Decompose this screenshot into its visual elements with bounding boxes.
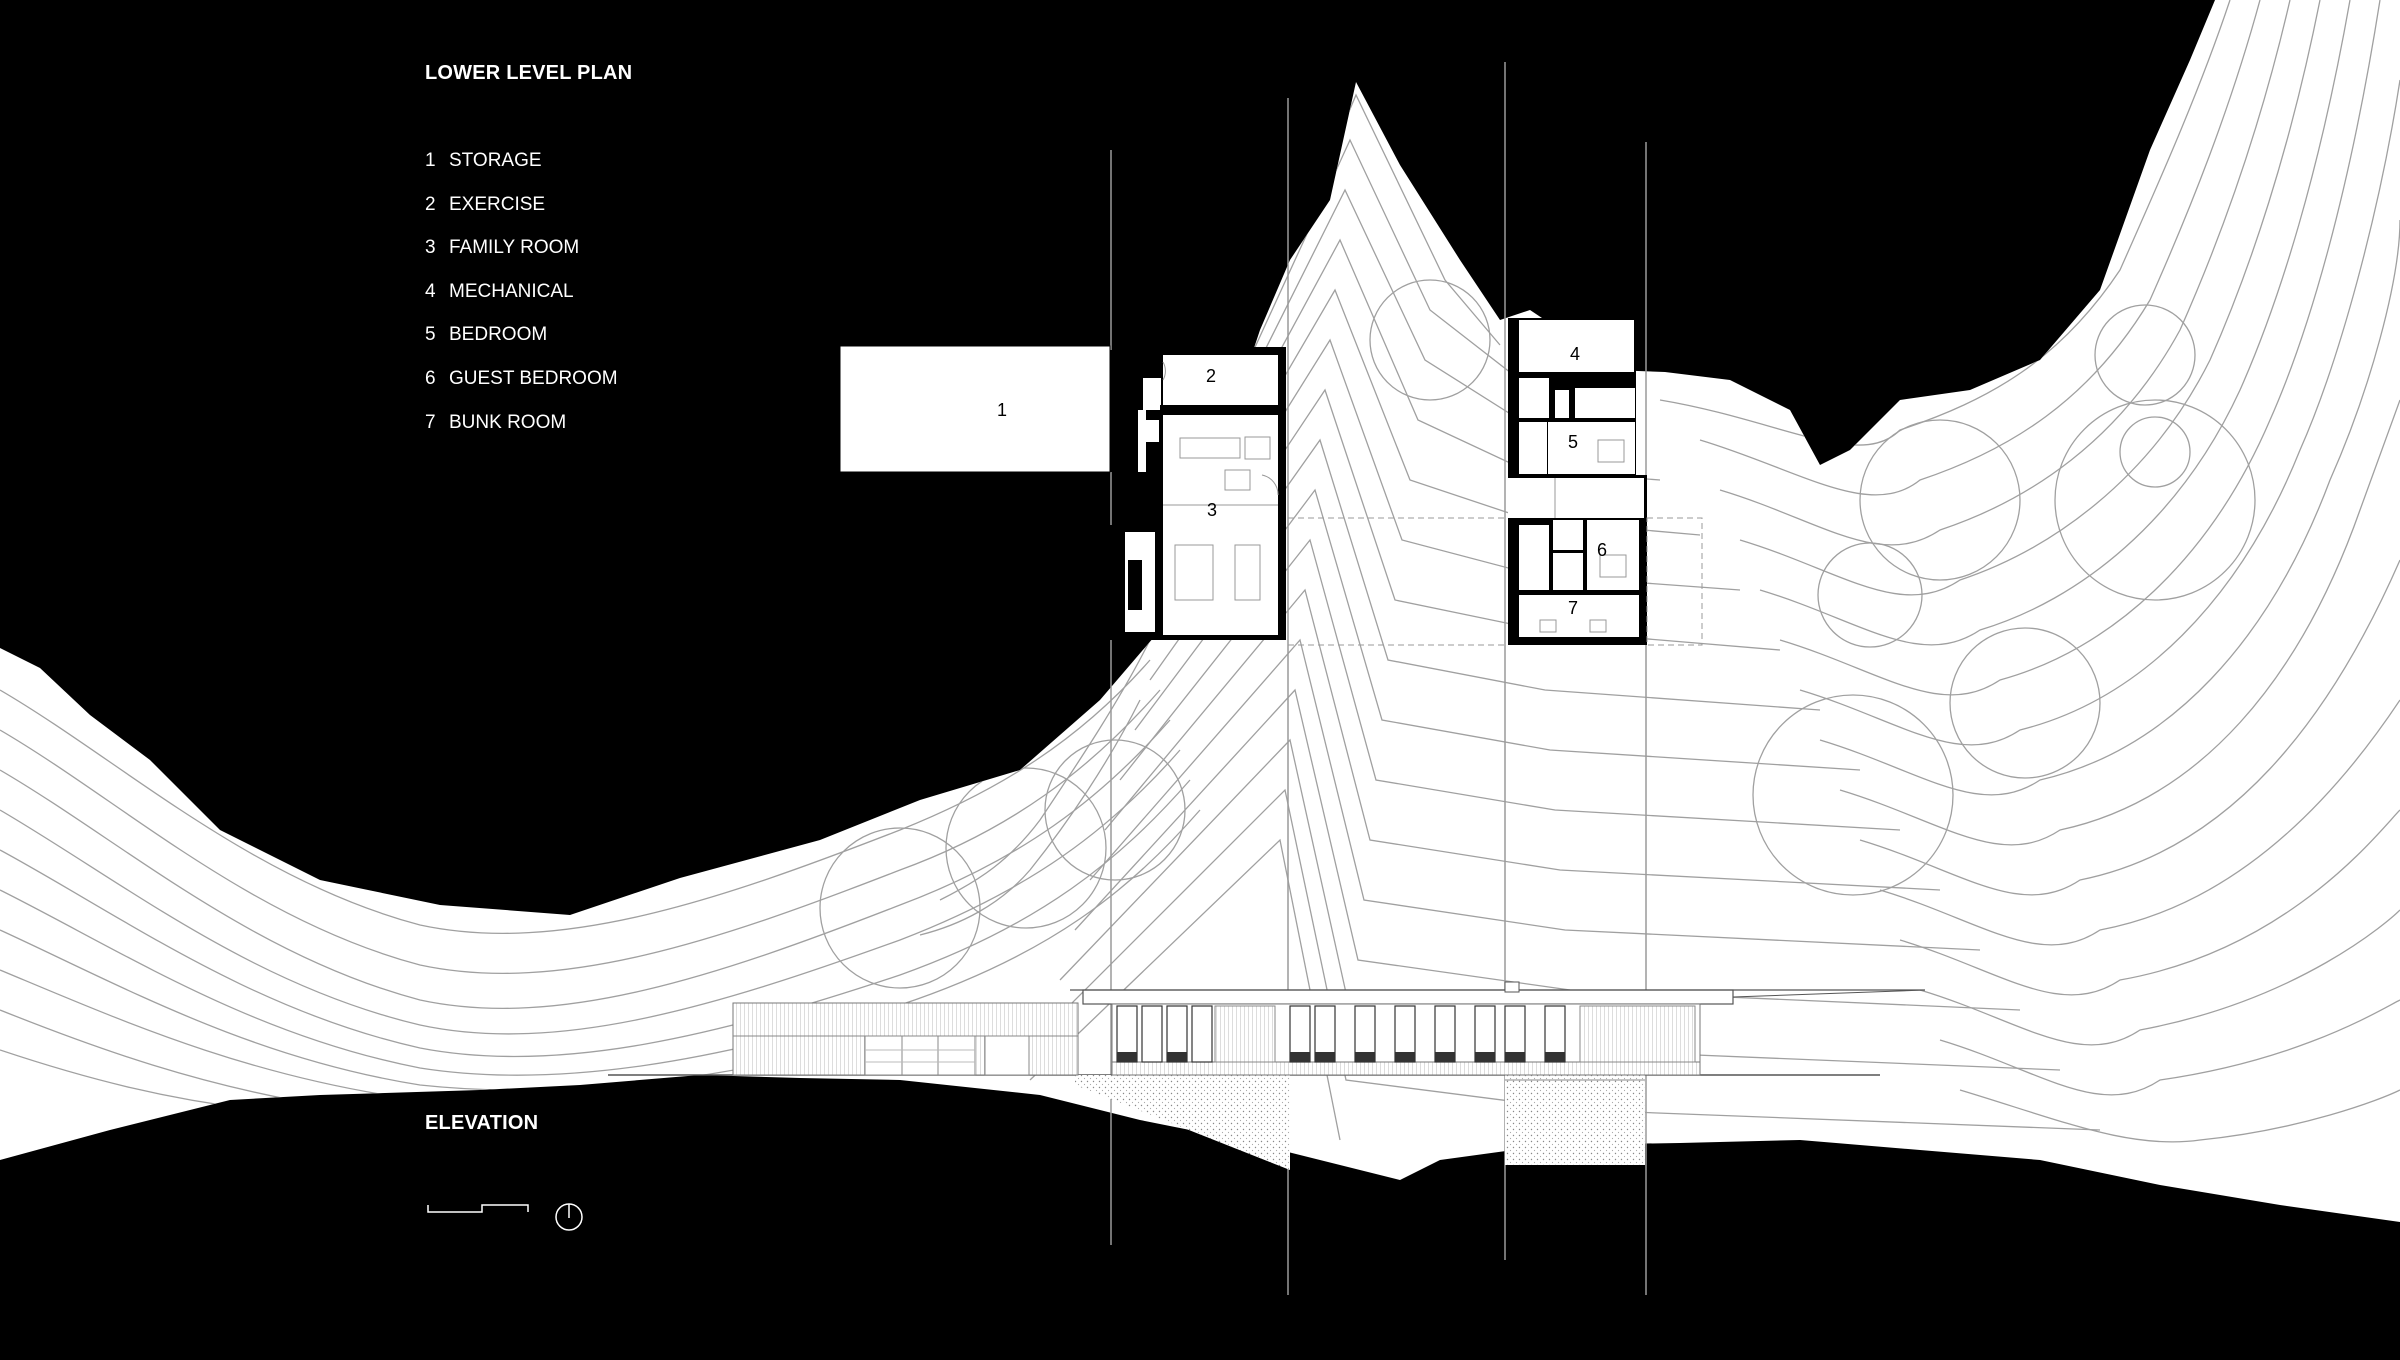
room-label-1: 1 (997, 400, 1007, 420)
elevation-drawing (608, 981, 1926, 1170)
legend-number: 7 (425, 411, 436, 433)
legend-item: 5 BEDROOM (425, 324, 618, 368)
legend-number: 6 (425, 367, 436, 389)
room-legend: 1 STORAGE 2 EXERCISE 3 FAMILY ROOM 4 MECHANI… (425, 150, 618, 455)
legend-item: 1 STORAGE (425, 150, 618, 194)
plan-title: LOWER LEVEL PLAN (425, 62, 633, 84)
elevation-title: ELEVATION (425, 1112, 539, 1134)
legend-item: 7 BUNK ROOM (425, 412, 618, 456)
legend-number: 5 (425, 324, 436, 346)
legend-number: 3 (425, 237, 436, 259)
legend-item: 4 MECHANICAL (425, 281, 618, 325)
legend-label: FAMILY ROOM (449, 237, 580, 259)
legend-label: STORAGE (449, 150, 542, 171)
room-label-3: 3 (1207, 500, 1217, 520)
legend-label: BUNK ROOM (449, 411, 567, 433)
legend-item: 2 EXERCISE (425, 194, 618, 238)
legend-item: 6 GUEST BEDROOM (425, 368, 618, 412)
plan-left-building (839, 345, 1286, 640)
room-label-2: 2 (1206, 366, 1216, 386)
room-label-7: 7 (1568, 598, 1578, 618)
legend-number: 1 (425, 150, 436, 171)
north-arrow-icon (555, 1203, 583, 1231)
legend-label: EXERCISE (449, 193, 546, 215)
legend-number: 2 (425, 193, 436, 215)
room-label-4: 4 (1570, 344, 1580, 364)
legend-item: 3 FAMILY ROOM (425, 237, 618, 281)
legend-label: MECHANICAL (449, 280, 574, 302)
legend-label: GUEST BEDROOM (449, 367, 618, 389)
legend-label: BEDROOM (449, 324, 548, 346)
plan-room-labels: 1 2 3 4 5 6 7 (997, 344, 1607, 618)
legend-number: 4 (425, 280, 436, 302)
room-label-5: 5 (1568, 432, 1578, 452)
scale-bar-icon (427, 1204, 529, 1213)
room-label-6: 6 (1597, 540, 1607, 560)
plan-right-building (1288, 318, 1703, 646)
